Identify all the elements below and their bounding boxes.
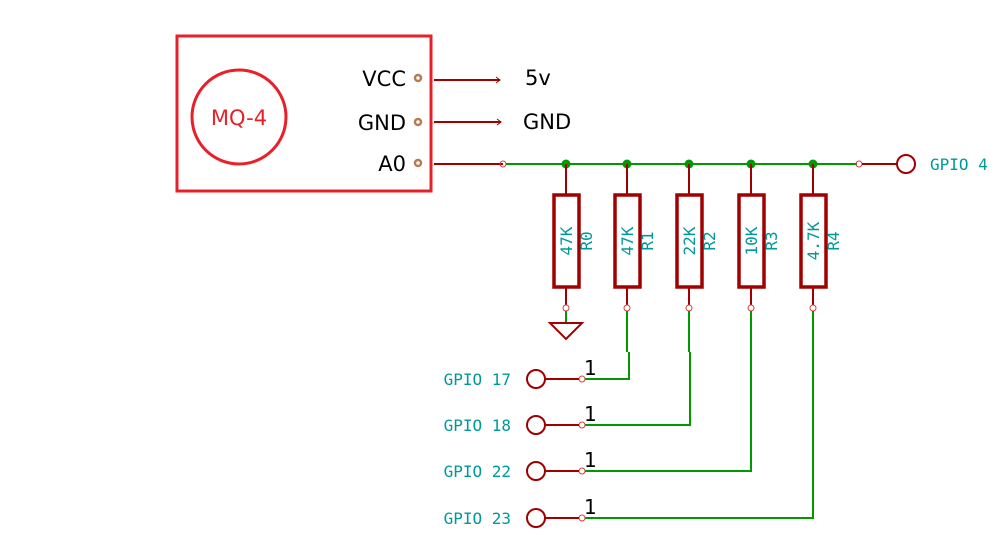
connector-circle: [526, 415, 546, 435]
wire-route: [585, 352, 814, 519]
gpio4-label: GPIO 4: [930, 155, 988, 174]
connector-circle: [526, 508, 546, 528]
wire-route: [585, 352, 691, 426]
resistor-ref: R4: [824, 231, 843, 250]
gpio-label: GPIO 18: [444, 416, 511, 435]
resistor-ref: R3: [762, 231, 781, 250]
resistor-value: 47K: [618, 226, 637, 255]
pin-dot-gnd: [413, 117, 423, 127]
resistor-pin: [685, 304, 693, 312]
resistor-ref: R2: [700, 231, 719, 250]
resistor-value: 4.7K: [804, 221, 823, 260]
pin-number: 1: [584, 356, 597, 380]
module-name: MQ-4: [211, 106, 267, 130]
resistor-value: 10K: [742, 226, 761, 255]
mq4-module: MQ-4 VCC GND A0: [175, 34, 433, 193]
pin-number: 1: [584, 402, 597, 426]
wire-route: [585, 352, 630, 380]
resistor-value: 22K: [680, 226, 699, 255]
gpio-label: GPIO 23: [444, 509, 511, 528]
pin-label-vcc: VCC: [362, 67, 406, 91]
pin-label-gnd: GND: [358, 111, 406, 135]
resistor-pin: [747, 304, 755, 312]
sensor-circle: [190, 68, 288, 166]
vcc-wire-end: [495, 76, 501, 84]
gpio4-connector: [896, 154, 916, 174]
gpio-label: GPIO 22: [444, 462, 511, 481]
pin-dot-vcc: [413, 73, 423, 83]
net-label-5v: 5v: [525, 66, 551, 90]
pin-number: 1: [584, 495, 597, 519]
ground-icon: [547, 322, 585, 341]
ground-symbol: [547, 311, 585, 341]
gnd-wire-end: [496, 118, 502, 126]
resistor-pin: [562, 304, 570, 312]
net-label-gnd: GND: [523, 110, 571, 134]
module-outline: [175, 34, 433, 193]
resistor-value: 47K: [557, 226, 576, 255]
pin-number: 1: [584, 448, 597, 472]
pin-dot-a0: [413, 158, 423, 168]
gpio-label: GPIO 17: [444, 370, 511, 389]
resistor-pin: [809, 304, 817, 312]
resistor-ref: R0: [577, 231, 596, 250]
connector-circle: [526, 461, 546, 481]
resistor-pin: [623, 304, 631, 312]
connector-circle: [526, 369, 546, 389]
wire-route: [585, 352, 752, 472]
pin-label-a0: A0: [378, 152, 406, 176]
resistor-ref: R1: [638, 231, 657, 250]
